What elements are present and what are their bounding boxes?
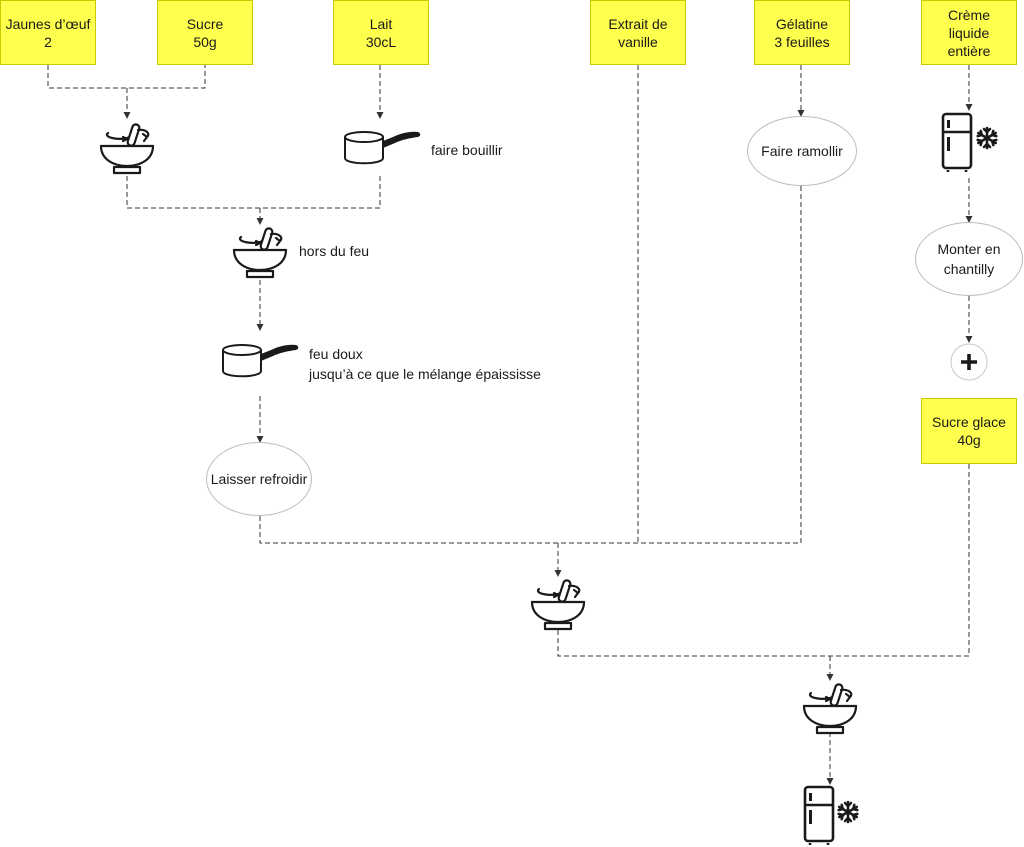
mixing-bowl-icon	[530, 578, 586, 632]
step-whip-line2: chantilly	[943, 261, 995, 277]
snowflake-icon	[836, 800, 860, 824]
note-icing-sugar-name: Sucre glace	[932, 414, 1006, 430]
step-cool-down: Laisser refroidir	[206, 442, 312, 516]
note-egg-yolks: Jaunes d’œuf 2	[0, 0, 96, 65]
note-sugar-qty: 50g	[193, 33, 217, 50]
saucepan-icon	[343, 128, 423, 170]
step-whip-line1: Monter en	[937, 241, 1001, 257]
step-soften-label: Faire ramollir	[761, 143, 843, 159]
note-icing-sugar: Sucre glace 40g	[921, 398, 1017, 464]
note-sugar-name: Sucre	[186, 15, 224, 32]
label-boil-text: faire bouillir	[431, 142, 503, 158]
label-low-heat-line1: feu doux	[309, 346, 363, 362]
label-low-heat: feu doux jusqu’à ce que le mélange épais…	[309, 344, 541, 384]
note-cream: Crème liquide entière	[921, 0, 1017, 65]
note-sugar: Sucre 50g	[157, 0, 253, 65]
mixing-bowl-icon	[802, 682, 858, 736]
label-boil: faire bouillir	[431, 140, 503, 160]
label-off-heat: hors du feu	[299, 241, 369, 261]
note-milk-name: Lait	[369, 15, 393, 32]
note-gelatin: Gélatine 3 feuilles	[754, 0, 850, 65]
snowflake-icon	[975, 126, 999, 150]
note-vanilla-line1: Extrait de	[608, 15, 668, 32]
note-cream-line3: entière	[947, 42, 991, 59]
note-egg-yolks-name: Jaunes d’œuf	[5, 15, 91, 32]
label-off-heat-text: hors du feu	[299, 243, 370, 259]
note-vanilla: Extrait de vanille	[590, 0, 686, 65]
note-icing-sugar-qty: 40g	[957, 432, 981, 448]
connector-bowl-saucepan-join	[126, 176, 381, 209]
step-cool-down-label: Laisser refroidir	[210, 471, 308, 487]
step-soften: Faire ramollir	[747, 116, 857, 186]
fridge-icon	[803, 785, 835, 847]
connector-icing-to-merge	[557, 464, 970, 657]
connector-main-merge	[259, 516, 801, 544]
note-milk: Lait 30cL	[333, 0, 429, 65]
step-whip: Monter en chantilly	[915, 222, 1023, 296]
note-egg-yolks-qty: 2	[44, 33, 52, 50]
note-gelatin-name: Gélatine	[775, 15, 829, 32]
mixing-bowl-icon	[232, 226, 288, 280]
connector-eggs-sugar-to-bowl	[47, 65, 206, 89]
note-gelatin-qty: 3 feuilles	[774, 33, 830, 50]
note-cream-line2: liquide	[948, 24, 990, 41]
note-milk-qty: 30cL	[365, 33, 397, 50]
saucepan-icon	[221, 341, 301, 383]
label-low-heat-line2: jusqu’à ce que le mélange épaississe	[309, 366, 541, 382]
fridge-icon	[941, 112, 973, 174]
note-vanilla-line2: vanille	[618, 33, 658, 50]
mixing-bowl-icon	[99, 122, 155, 176]
plus-circle-icon	[950, 343, 988, 381]
note-cream-line1: Crème	[947, 6, 990, 23]
